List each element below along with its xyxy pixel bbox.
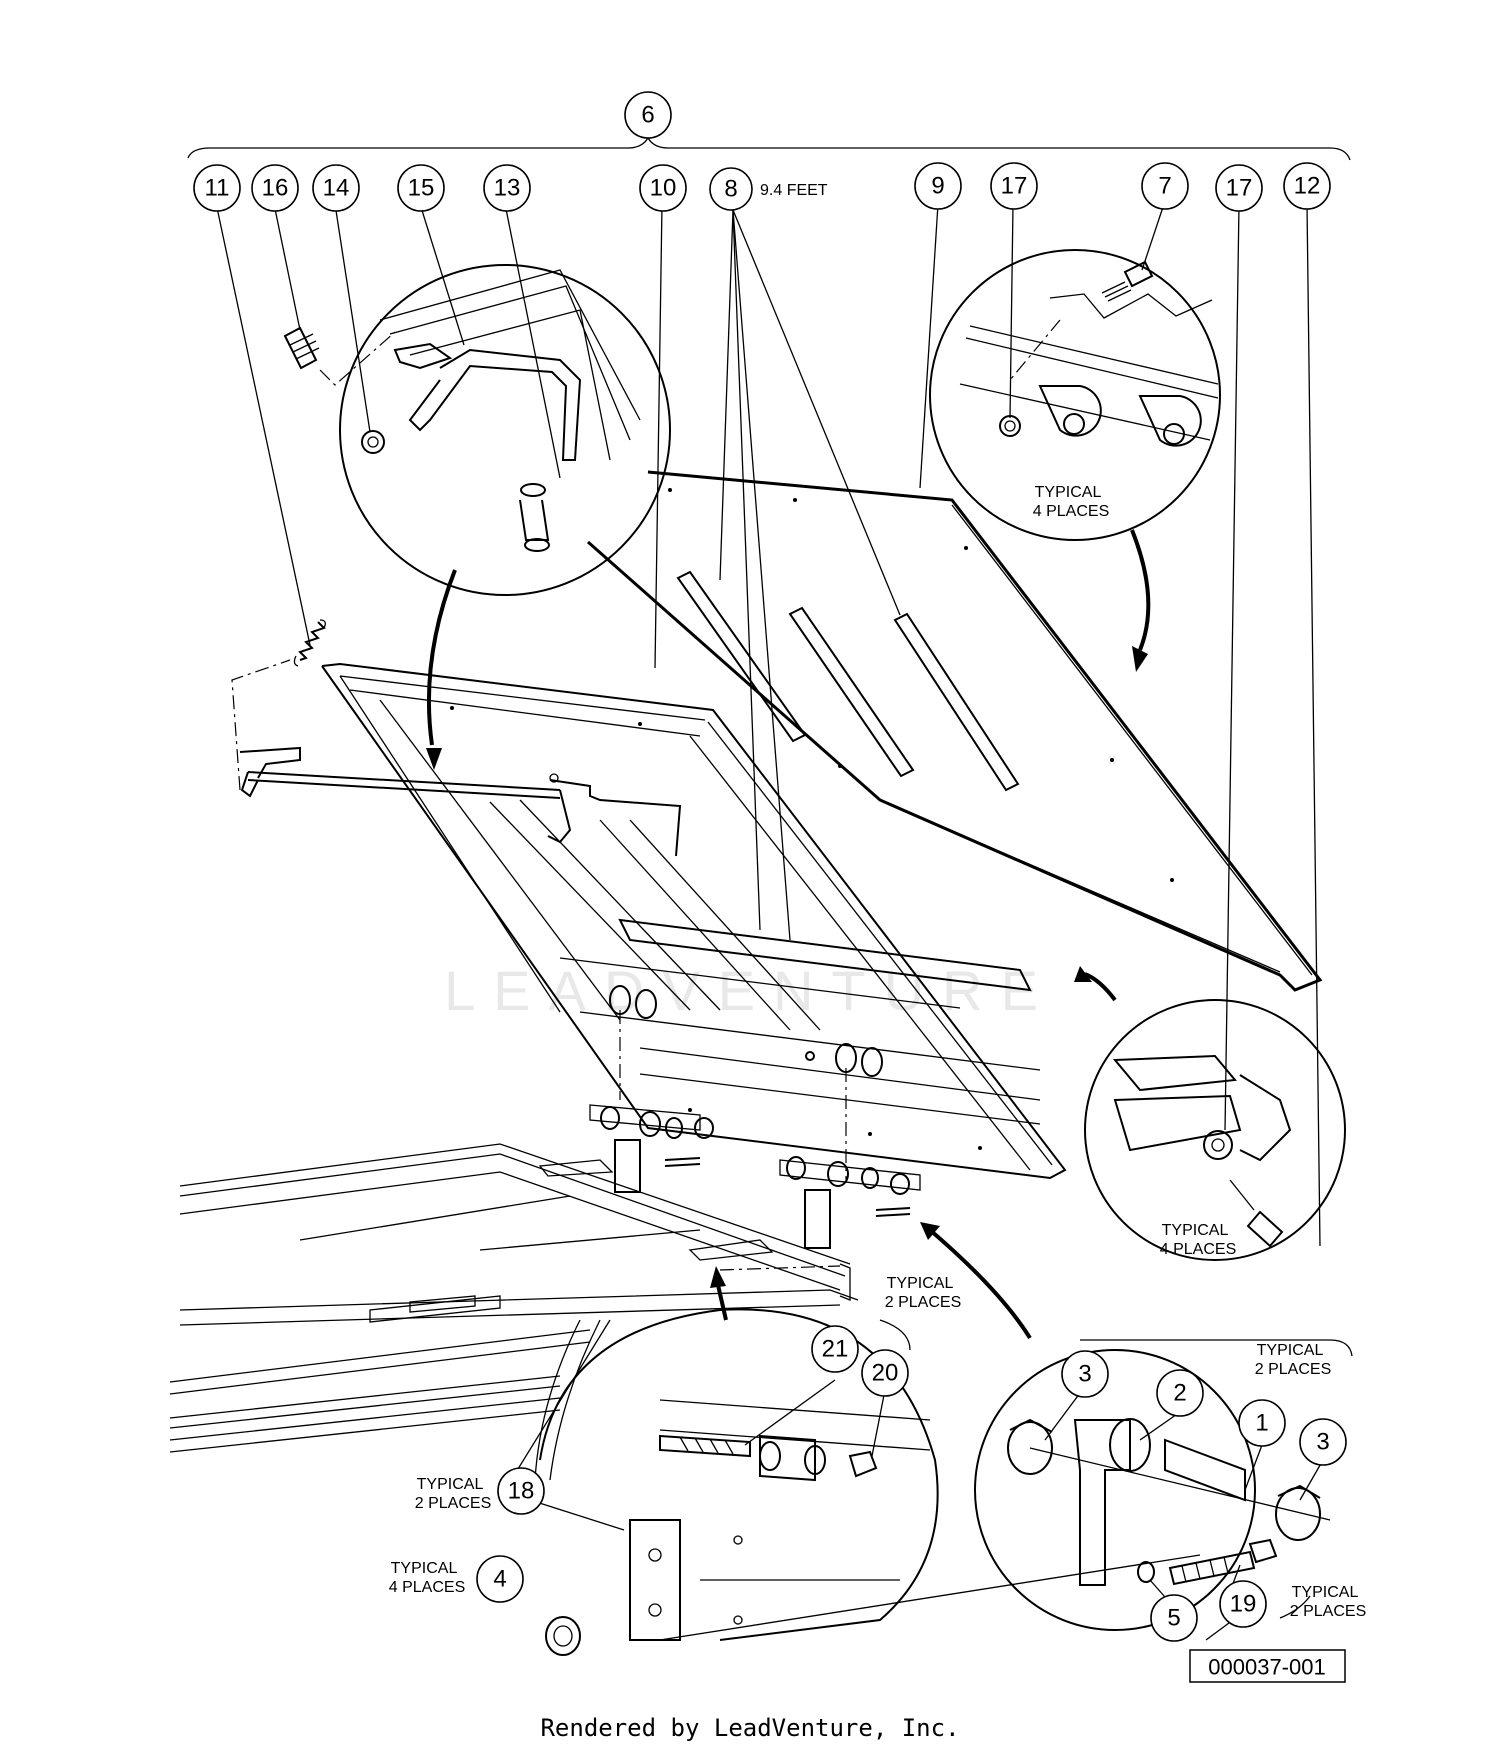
svg-text:1: 1 <box>1255 1410 1268 1437</box>
svg-text:11: 11 <box>205 175 230 202</box>
callout-11: 11 <box>193 164 241 212</box>
callout-8: 8 <box>709 167 753 211</box>
detail-arrows <box>426 529 1151 1340</box>
note-top-right-4-places: TYPICAL 4 PLACES <box>1033 484 1109 520</box>
callout-15: 15 <box>397 164 445 212</box>
note-right-4-places: TYPICAL 4 PLACES <box>1160 1222 1236 1258</box>
svg-text:2 PLACES: 2 PLACES <box>1255 1361 1331 1378</box>
callout-6: 6 <box>624 91 672 139</box>
svg-text:16: 16 <box>262 175 289 202</box>
nut-item-4 <box>545 1616 581 1656</box>
callout-4: 4 <box>476 1555 524 1603</box>
svg-text:17: 17 <box>1001 173 1028 200</box>
note-middle-2-places: TYPICAL 2 PLACES <box>885 1275 961 1311</box>
callout-2: 2 <box>1156 1369 1204 1417</box>
svg-text:5: 5 <box>1167 1605 1180 1632</box>
svg-text:6: 6 <box>641 102 654 129</box>
callout-3-right: 3 <box>1299 1418 1347 1466</box>
callout-17-top: 17 <box>990 162 1038 210</box>
svg-text:TYPICAL: TYPICAL <box>1162 1222 1229 1239</box>
detail-hinge-leaf <box>929 249 1221 541</box>
note-hinge-2-places: TYPICAL 2 PLACES <box>1255 1342 1331 1378</box>
note-bolt-2-places: TYPICAL 2 PLACES <box>1290 1584 1366 1620</box>
svg-text:15: 15 <box>408 175 435 202</box>
svg-text:7: 7 <box>1158 173 1171 200</box>
callout-1: 1 <box>1238 1399 1286 1447</box>
svg-text:4 PLACES: 4 PLACES <box>1033 503 1109 520</box>
svg-text:21: 21 <box>822 1336 849 1363</box>
callout-7: 7 <box>1141 162 1189 210</box>
leader-lines <box>215 202 1324 1641</box>
svg-text:3: 3 <box>1078 1361 1091 1388</box>
lid-straps <box>676 570 1020 792</box>
detail-hinge-exploded <box>659 1339 1353 1641</box>
note-left-4-places: TYPICAL 4 PLACES <box>389 1560 465 1596</box>
svg-text:20: 20 <box>872 1360 899 1387</box>
svg-text:9: 9 <box>931 173 944 200</box>
callout-20: 20 <box>861 1349 909 1397</box>
lid-frame <box>321 662 1067 1180</box>
callout-18: 18 <box>497 1467 545 1515</box>
svg-text:14: 14 <box>323 175 350 202</box>
svg-text:2 PLACES: 2 PLACES <box>415 1495 491 1512</box>
svg-text:17: 17 <box>1226 175 1253 202</box>
render-credit: Rendered by LeadVenture, Inc. <box>540 1714 960 1742</box>
note-left-2-places: TYPICAL 2 PLACES <box>415 1476 491 1512</box>
assembly-bracket <box>187 136 1351 161</box>
figure-id: 000037-001 <box>1208 1655 1325 1680</box>
svg-text:18: 18 <box>508 1478 535 1505</box>
svg-text:2 PLACES: 2 PLACES <box>885 1294 961 1311</box>
svg-text:19: 19 <box>1230 1591 1257 1618</box>
callout-12: 12 <box>1283 162 1331 210</box>
svg-text:13: 13 <box>494 175 521 202</box>
frame-hinges <box>609 985 883 1180</box>
callout-10: 10 <box>639 164 687 212</box>
svg-text:8: 8 <box>724 176 737 203</box>
note-length: 9.4 FEET <box>760 182 828 199</box>
callout-16: 16 <box>251 164 299 212</box>
svg-text:4 PLACES: 4 PLACES <box>389 1579 465 1596</box>
callout-17-right: 17 <box>1215 164 1263 212</box>
figure-id-box: 000037-001 <box>1189 1649 1346 1683</box>
svg-text:TYPICAL: TYPICAL <box>391 1560 458 1577</box>
svg-text:TYPICAL: TYPICAL <box>1035 484 1102 501</box>
callout-19: 19 <box>1219 1580 1267 1628</box>
callout-3-left: 3 <box>1061 1350 1109 1398</box>
spring <box>293 619 326 667</box>
detail-strap-nut <box>1084 999 1346 1261</box>
svg-text:4 PLACES: 4 PLACES <box>1160 1241 1236 1258</box>
watermark-text: LEADVENTURE <box>444 959 1056 1022</box>
lower-hinge-right <box>779 1156 921 1249</box>
svg-text:2 PLACES: 2 PLACES <box>1290 1603 1366 1620</box>
callout-5: 5 <box>1150 1594 1198 1642</box>
svg-text:12: 12 <box>1294 173 1321 200</box>
svg-text:TYPICAL: TYPICAL <box>1292 1584 1359 1601</box>
svg-text:10: 10 <box>650 175 677 202</box>
svg-text:2: 2 <box>1173 1380 1186 1407</box>
cargo-box <box>169 1143 859 1453</box>
callout-14: 14 <box>312 164 360 212</box>
svg-text:TYPICAL: TYPICAL <box>1257 1342 1324 1359</box>
svg-text:4: 4 <box>493 1566 506 1593</box>
callout-13: 13 <box>483 164 531 212</box>
lid-panel <box>587 470 1323 992</box>
detail-prop-rod <box>283 264 671 596</box>
svg-text:TYPICAL: TYPICAL <box>417 1476 484 1493</box>
callout-9: 9 <box>914 162 962 210</box>
svg-text:3: 3 <box>1316 1429 1329 1456</box>
lower-hinge-left <box>589 1104 714 1193</box>
svg-text:TYPICAL: TYPICAL <box>887 1275 954 1292</box>
prop-rod <box>231 659 682 857</box>
callout-21: 21 <box>811 1325 859 1373</box>
